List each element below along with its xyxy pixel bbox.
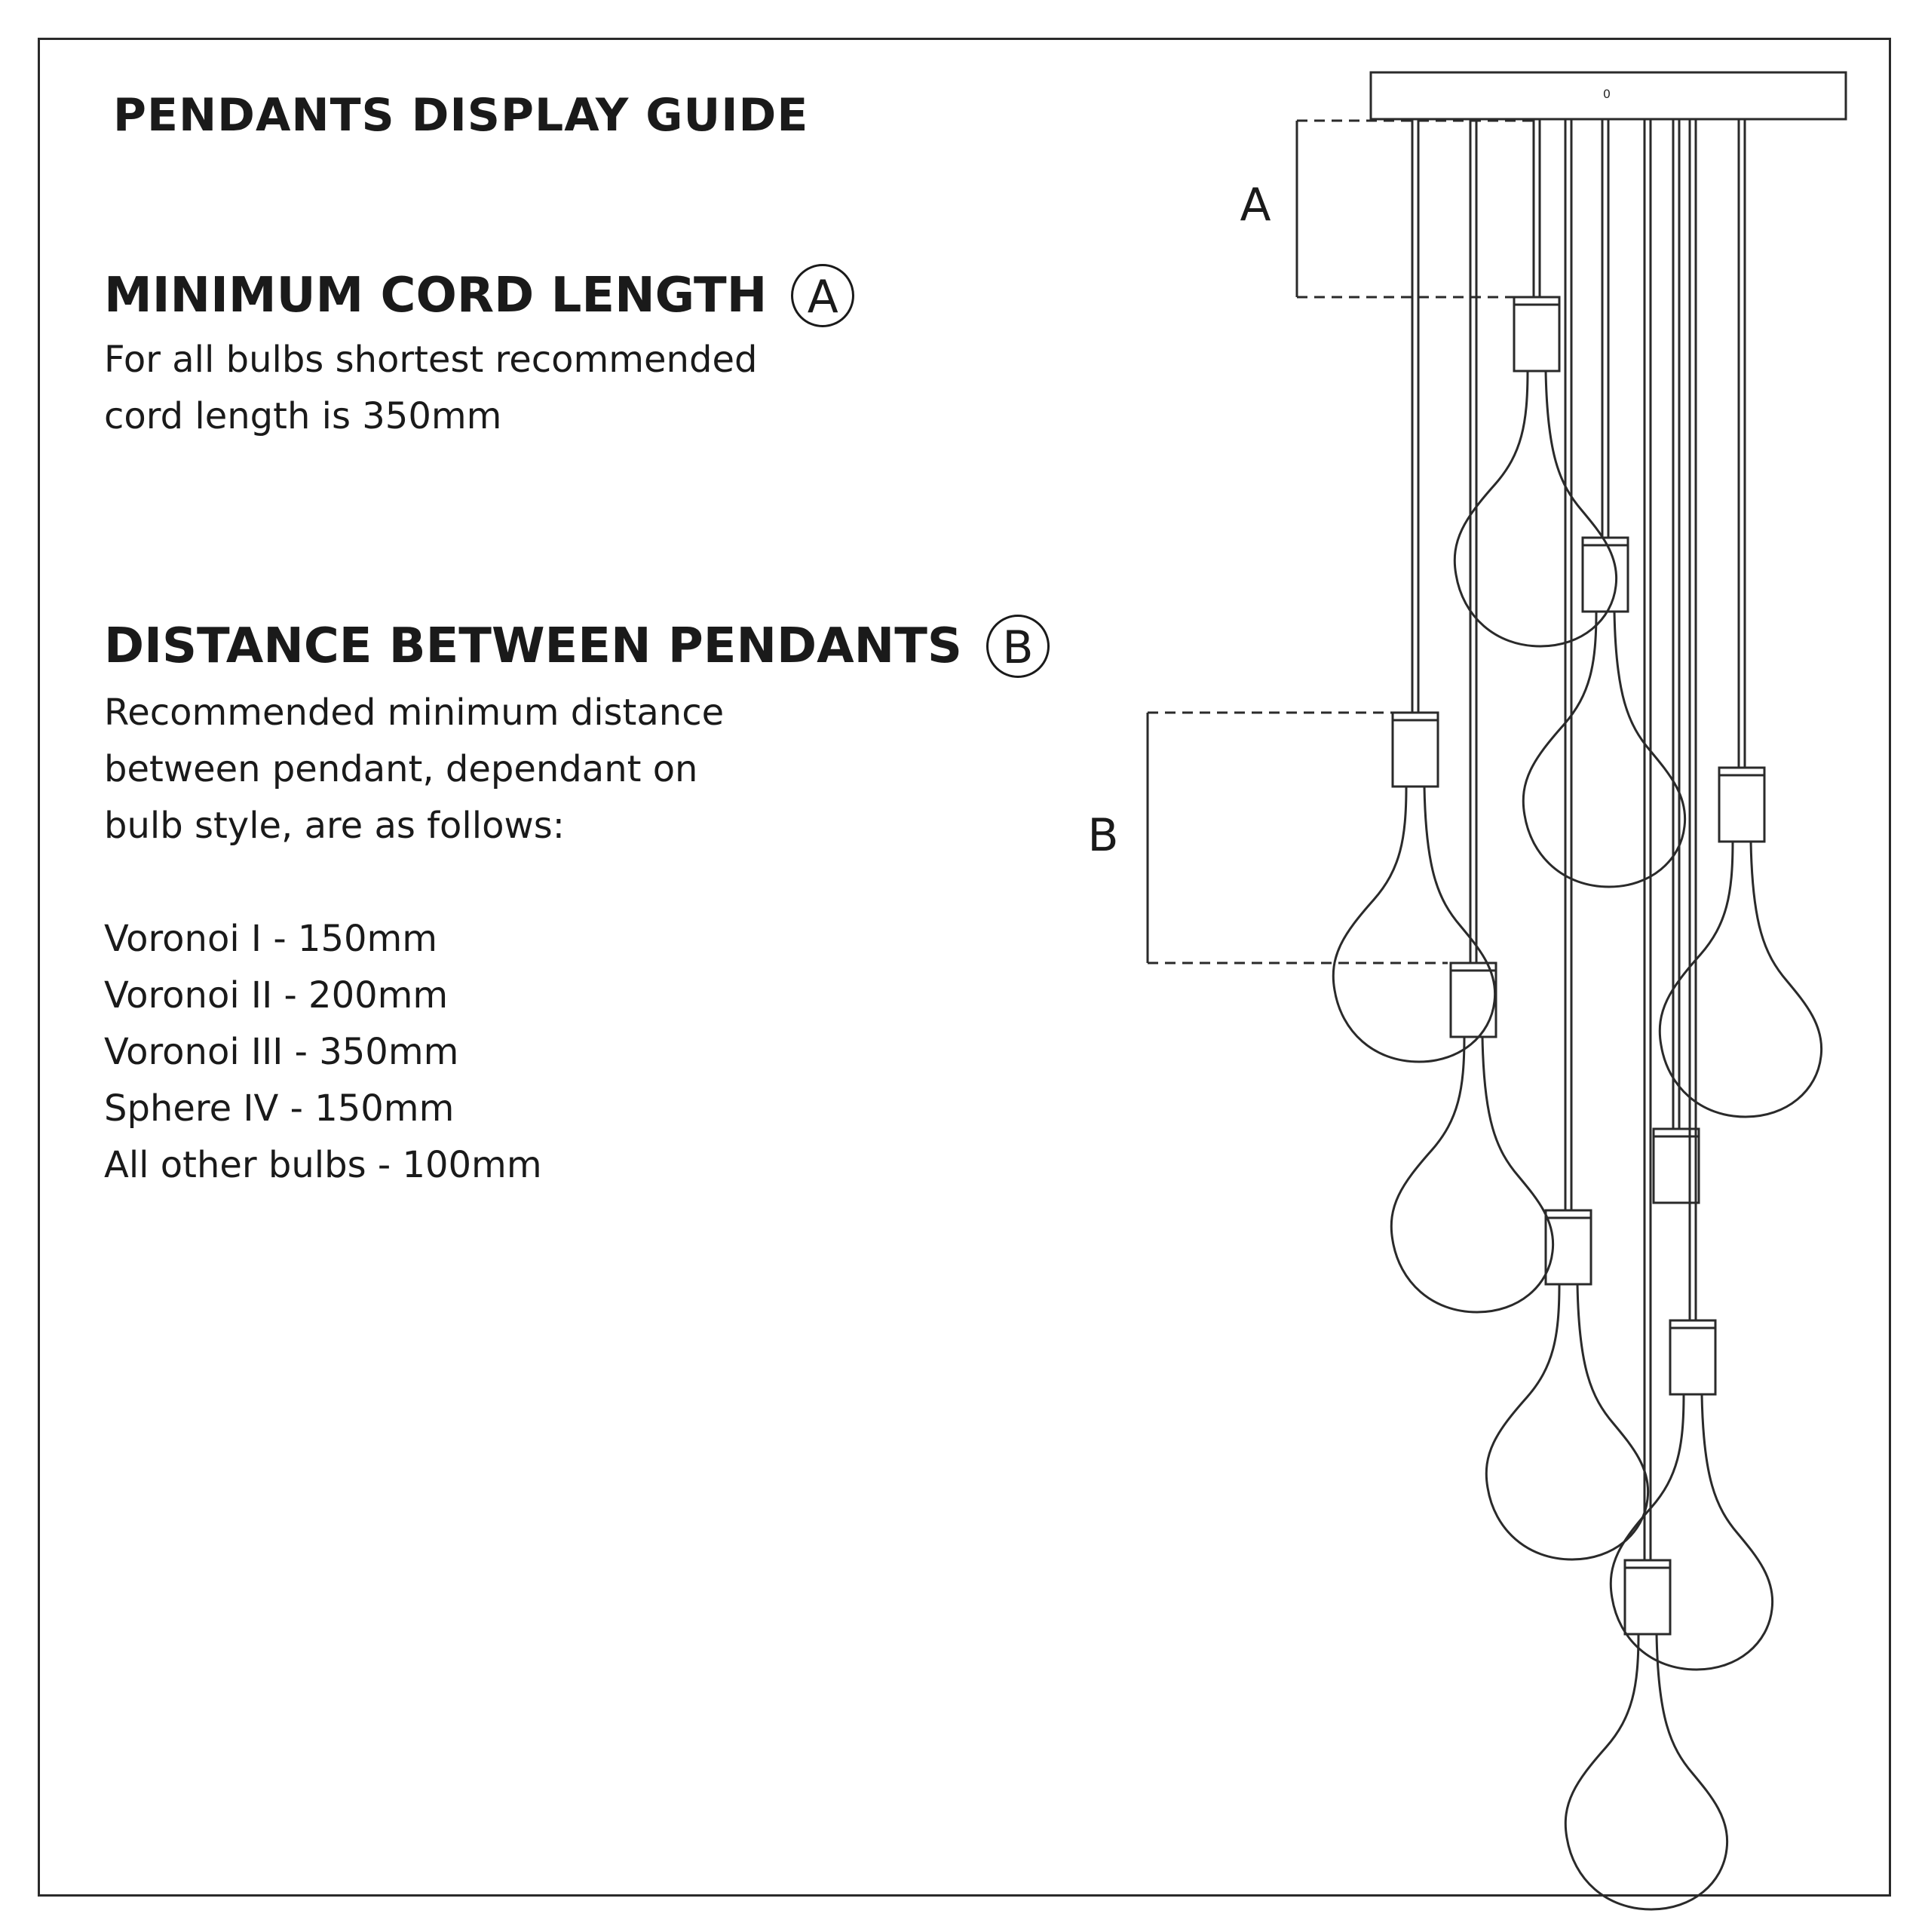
dimension-a: A xyxy=(1240,119,1538,299)
lamp-socket xyxy=(1623,1566,1672,1636)
pendant-cord xyxy=(1564,119,1573,1210)
dimension-b-label: B xyxy=(1087,809,1118,862)
pendant-cord xyxy=(1672,119,1681,1129)
voronoi-bulb xyxy=(1390,1036,1555,1314)
lamp-socket xyxy=(1718,774,1766,843)
text-line: cord length is 350mm xyxy=(104,395,502,437)
pendant-1 xyxy=(1332,119,1497,1063)
distance-heading-text: DISTANCE BETWEEN PENDANTS xyxy=(104,618,962,674)
dimension-b: B xyxy=(1087,711,1448,964)
voronoi-bulb xyxy=(1564,1633,1729,1911)
min-cord-length-text: For all bulbs shortest recommended cord … xyxy=(104,332,757,445)
pendant-cord xyxy=(1737,119,1746,768)
pendant-8 xyxy=(1658,119,1823,1118)
voronoi-bulb xyxy=(1453,370,1618,648)
pendant-cord xyxy=(1601,119,1610,538)
voronoi-bulb xyxy=(1522,611,1687,888)
pendant-4 xyxy=(1485,119,1650,1561)
list-item: All other bulbs - 100mm xyxy=(104,1144,542,1186)
pendant-9 xyxy=(1564,119,1729,1911)
pendant-cord xyxy=(1688,119,1697,1320)
voronoi-bulb xyxy=(1485,1283,1650,1561)
pendant-cord xyxy=(1643,119,1652,1560)
min-cord-length-heading: MINIMUM CORD LENGTH A xyxy=(104,264,855,327)
pendant-cord xyxy=(1469,119,1478,963)
pendant-3 xyxy=(1453,119,1618,648)
list-item: Voronoi III - 350mm xyxy=(104,1031,459,1073)
voronoi-bulb xyxy=(1658,841,1823,1118)
distance-description: Recommended minimum distance between pen… xyxy=(104,685,724,854)
list-item: Sphere IV - 150mm xyxy=(104,1087,455,1130)
page-title: PENDANTS DISPLAY GUIDE xyxy=(113,89,809,142)
text-line: For all bulbs shortest recommended xyxy=(104,339,758,381)
pendant-7 xyxy=(1609,119,1774,1671)
pendants xyxy=(1332,119,1823,1911)
lamp-socket xyxy=(1544,1216,1592,1286)
list-item: Voronoi I - 150mm xyxy=(104,918,438,960)
list-item: Voronoi II - 200mm xyxy=(104,974,449,1017)
text-line: Recommended minimum distance xyxy=(104,692,725,734)
pendant-cord xyxy=(1411,119,1420,713)
lamp-socket xyxy=(1513,303,1561,373)
text-line: between pendant, dependant on xyxy=(104,748,698,790)
canopy-mark: 0 xyxy=(1603,87,1611,101)
lamp-socket xyxy=(1669,1326,1717,1396)
text-line: bulb style, are as follows: xyxy=(104,805,565,847)
pendant-2 xyxy=(1390,119,1555,1314)
lamp-socket xyxy=(1391,719,1439,788)
page-frame xyxy=(38,38,1891,1897)
bulb-distance-list: Voronoi I - 150mm Voronoi II - 200mm Vor… xyxy=(104,911,542,1194)
lamp-socket xyxy=(1449,969,1497,1038)
lamp-socket xyxy=(1581,544,1629,613)
pendant-5 xyxy=(1522,119,1687,888)
lamp-socket xyxy=(1652,1135,1700,1204)
min-cord-length-heading-text: MINIMUM CORD LENGTH xyxy=(104,268,768,324)
pendant-6 xyxy=(1652,119,1700,1204)
badge-b: B xyxy=(985,615,1050,678)
voronoi-bulb xyxy=(1332,786,1497,1063)
distance-between-pendants-heading: DISTANCE BETWEEN PENDANTS B xyxy=(104,615,1050,678)
badge-a: A xyxy=(791,264,855,327)
pendant-cord xyxy=(1532,119,1541,297)
dimension-a-label: A xyxy=(1240,179,1271,232)
